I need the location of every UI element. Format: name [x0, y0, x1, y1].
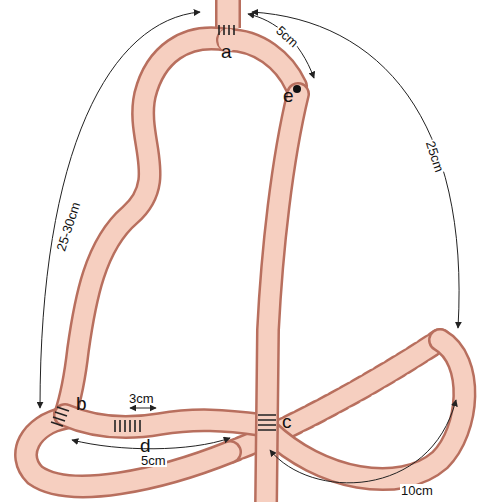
dimension-label: 10cm	[400, 484, 434, 497]
dimension-label: 25cm	[423, 138, 446, 174]
dimension-label: 3cm	[128, 392, 155, 405]
anastomosis-letter: b	[76, 394, 87, 413]
dimension-label: 5cm	[140, 454, 167, 467]
anastomosis-letter: e	[283, 86, 294, 105]
anastomosis-letter: c	[282, 412, 292, 431]
anastomosis-letter: d	[140, 436, 151, 455]
anastomosis-letter: a	[221, 42, 232, 61]
